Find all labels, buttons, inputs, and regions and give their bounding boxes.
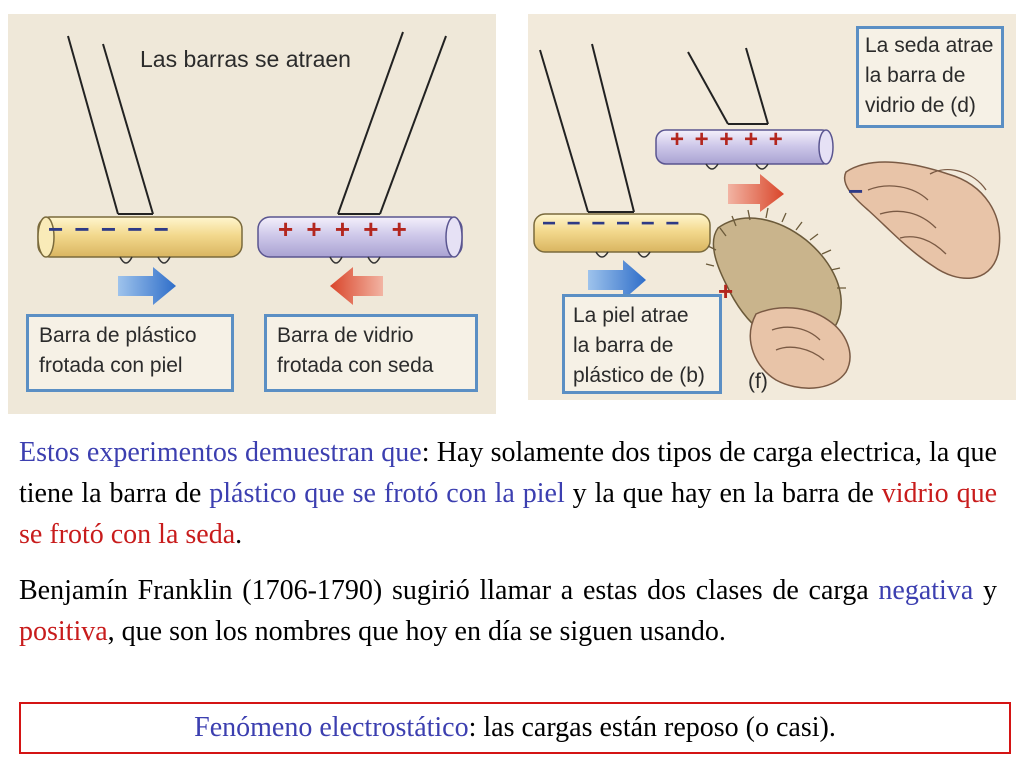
explanation-text: Estos experimentos demuestran que: Hay s… <box>19 432 997 652</box>
silk-negative-charge: − <box>848 176 864 206</box>
fur-caption-line-1: La piel atrae <box>573 304 689 327</box>
plastic-b-negative-charges: − − − − − − <box>542 210 682 237</box>
conclusion-box: Fenómeno electrostático: las cargas está… <box>19 702 1011 754</box>
plastic-fur-phrase: plástico que se frotó con la piel <box>209 478 565 509</box>
silk-caption-line-2: la barra de <box>865 64 966 87</box>
conclusion-text: : las cargas están reposo (o casi). <box>468 712 836 743</box>
fur-caption-line-2: la barra de <box>573 334 674 357</box>
paragraph-experiments: Estos experimentos demuestran que: Hay s… <box>19 432 997 555</box>
caption-glass-line-1: Barra de vidrio <box>277 324 414 347</box>
experiments-text-3: . <box>235 519 243 550</box>
arrow-right-blue-icon <box>588 260 646 300</box>
attraction-figure: Las barras se atraen − − − − − + + + + +… <box>8 14 496 414</box>
caption-glass-box: Barra de vidrio frotada con seda <box>264 314 478 392</box>
string-right-a <box>337 31 404 215</box>
caption-plastic-line-1: Barra de plástico <box>39 324 197 347</box>
caption-plastic-line-2: frotada con piel <box>39 354 183 377</box>
silk-caption-line-3: vidrio de (d) <box>865 94 976 117</box>
attraction-heading: Las barras se atraen <box>140 46 351 72</box>
franklin-text-3: , que son los nombres que hoy en día se … <box>107 616 726 647</box>
string-left-a <box>67 35 119 215</box>
glass-silk-phrase: vidrio que se frotó con la seda <box>19 478 997 550</box>
rubbing-illustration <box>533 43 1001 389</box>
silk-caption-line-1: La seda atrae <box>865 34 994 57</box>
string-right-b <box>379 35 447 215</box>
string-left-b <box>102 43 154 215</box>
arrow-left-icon <box>330 267 383 305</box>
franklin-text-2: y <box>973 575 997 606</box>
fur-caption-box: La piel atrae la barra de plástico de (b… <box>562 294 722 394</box>
positive-term: positiva <box>19 616 108 647</box>
experiments-lead: Estos experimentos demuestran que <box>19 437 422 468</box>
arrow-right-red-icon <box>728 174 784 212</box>
glass-positive-charges: + + + + + <box>278 214 410 244</box>
rubbing-figure: La seda atrae la barra de vidrio de (d) … <box>528 14 1016 400</box>
glass-d-positive-charges: + + + + + <box>670 126 785 153</box>
negative-term: negativa <box>878 575 974 606</box>
plastic-negative-charges: − − − − − <box>48 214 171 244</box>
paragraph-franklin: Benjamín Franklin (1706-1790) sugirió ll… <box>19 570 997 652</box>
electrostatic-term: Fenómeno electrostático <box>194 712 469 743</box>
fur-hand-icon <box>705 207 851 389</box>
franklin-text-1: Benjamín Franklin (1706-1790) sugirió ll… <box>19 575 879 606</box>
caption-plastic-box: Barra de plástico frotada con piel <box>26 314 234 392</box>
arrow-right-icon <box>118 267 176 305</box>
silk-hand-icon <box>843 161 1001 279</box>
plastic-rod-b <box>533 213 711 253</box>
attraction-illustration <box>37 31 463 305</box>
experiments-text-1: : Hay solamente dos tipos de carga elect… <box>19 437 997 509</box>
fur-caption-line-3: plástico de (b) <box>573 364 705 387</box>
experiments-text-2: y la que hay en la barra de <box>564 478 882 509</box>
silk-caption-box: La seda atrae la barra de vidrio de (d) <box>856 26 1004 128</box>
panel-label: (f) <box>748 370 768 393</box>
caption-glass-line-2: frotada con seda <box>277 354 434 377</box>
